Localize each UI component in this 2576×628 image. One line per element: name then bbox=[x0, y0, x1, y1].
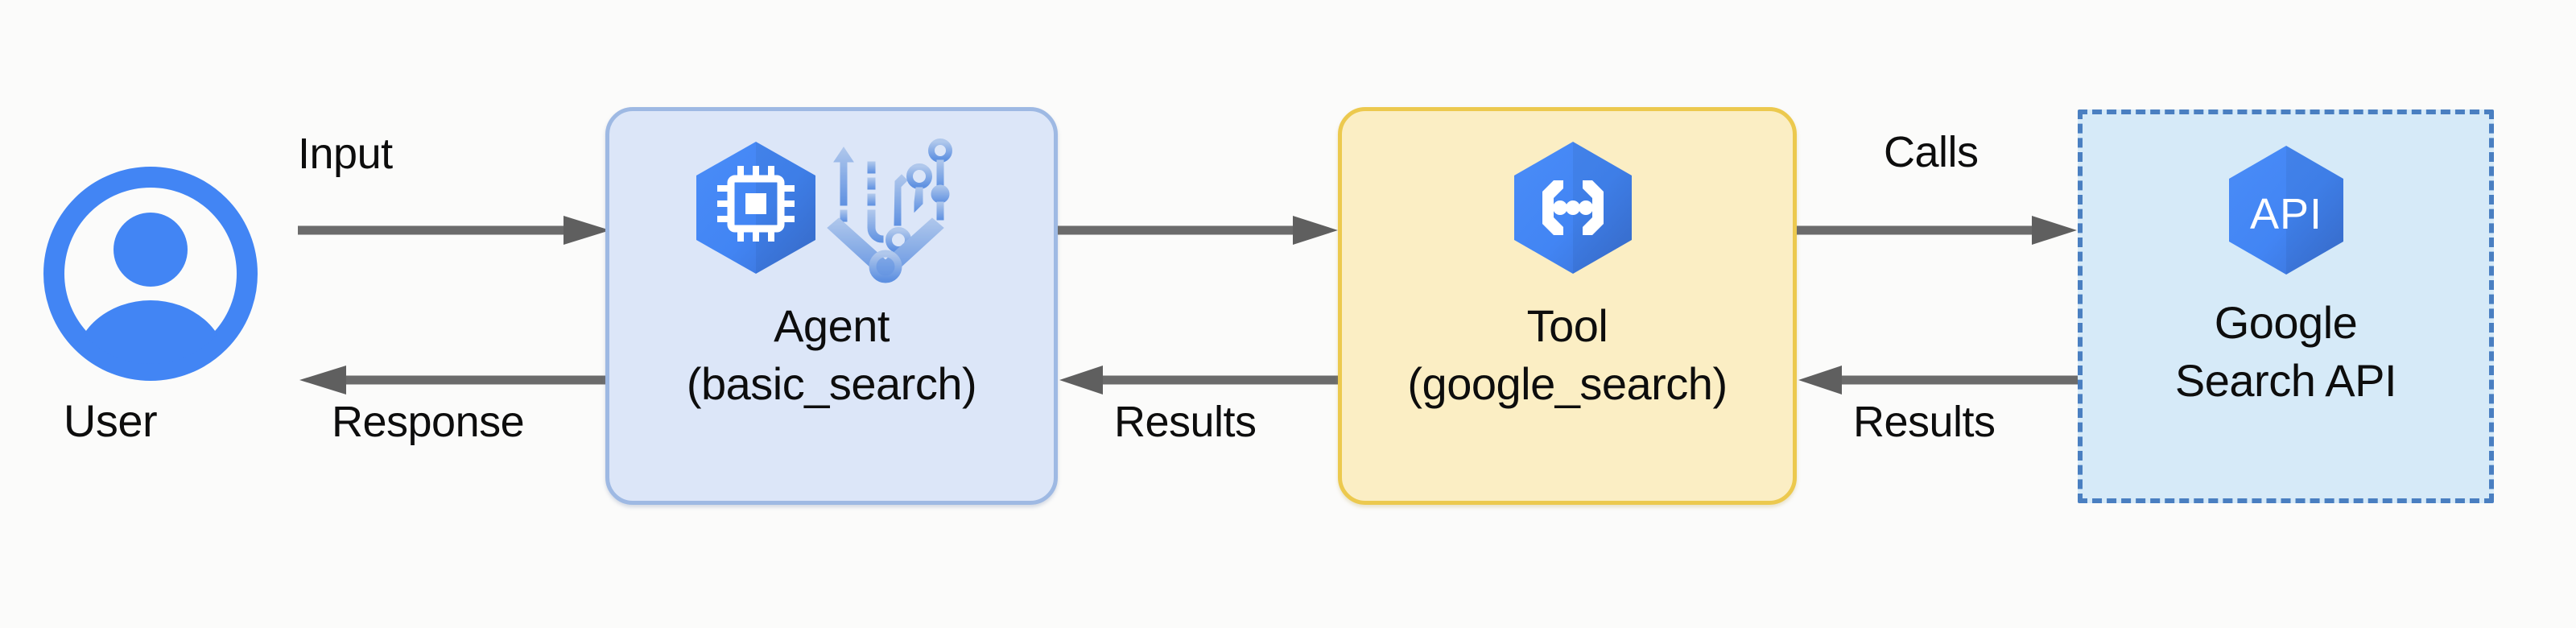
node-api-label-line2: Search API bbox=[2174, 355, 2397, 406]
edge-label-results-tool-agent: Results bbox=[1114, 398, 1257, 446]
node-agent-label-line2: (basic_search) bbox=[686, 358, 977, 409]
arrow-user-to-agent bbox=[298, 214, 612, 246]
arrow-agent-to-tool bbox=[1058, 214, 1340, 246]
cpu-chip-hexagon-icon bbox=[696, 142, 815, 274]
edge-label-response: Response bbox=[332, 398, 525, 446]
node-user-label: User bbox=[63, 395, 158, 446]
node-agent-label-line1: Agent bbox=[774, 300, 890, 351]
api-hexagon-icon-text: API bbox=[2250, 190, 2322, 238]
node-tool-label-line2: (google_search) bbox=[1407, 358, 1728, 409]
user-avatar-icon bbox=[43, 167, 258, 381]
node-api-label-line1: Google bbox=[2214, 297, 2358, 348]
arrow-tool-to-agent bbox=[1058, 364, 1340, 396]
node-tool-label-line1: Tool bbox=[1526, 300, 1608, 351]
api-hexagon-icon: API bbox=[2229, 146, 2343, 275]
edge-label-calls: Calls bbox=[1884, 128, 1979, 176]
arrow-api-to-tool bbox=[1797, 364, 2079, 396]
edge-label-input: Input bbox=[298, 130, 393, 178]
node-agent[interactable] bbox=[605, 107, 1058, 505]
node-user[interactable] bbox=[42, 165, 259, 382]
pipeline-flow-icon bbox=[827, 138, 952, 283]
arrow-agent-to-user bbox=[298, 364, 612, 396]
arrow-tool-to-api bbox=[1797, 214, 2079, 246]
code-brackets-hexagon-icon bbox=[1514, 142, 1632, 274]
edge-label-results-api-tool: Results bbox=[1853, 398, 1996, 446]
